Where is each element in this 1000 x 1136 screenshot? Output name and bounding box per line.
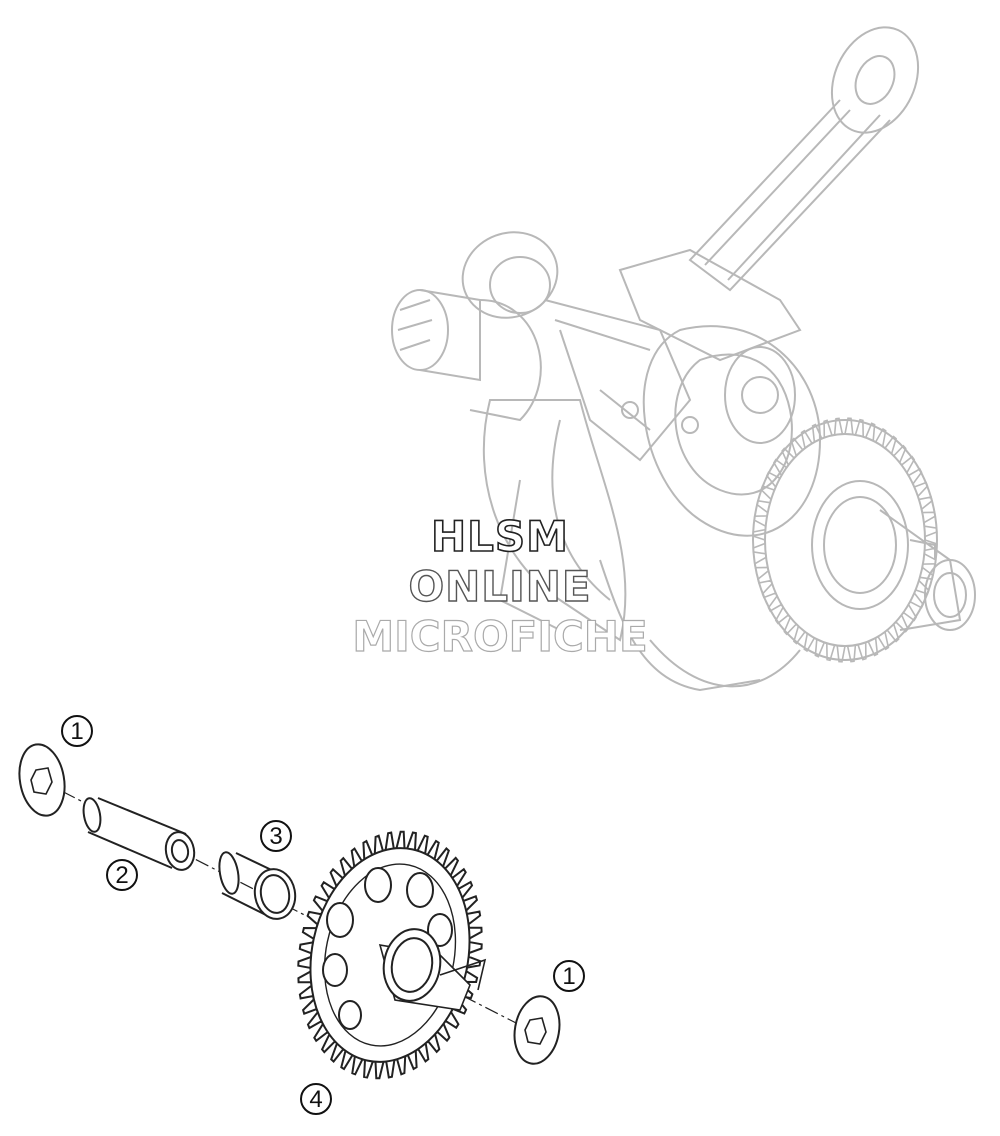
gear-hole [322,953,348,987]
connecting-rod-upper [618,26,920,362]
callout-2: 2 [106,859,138,891]
callout-number: 1 [70,718,83,745]
crank-webs [482,325,822,692]
callout-number: 1 [562,963,575,990]
callout-number: 3 [269,823,282,850]
callout-number: 4 [309,1086,322,1113]
gear-hole [364,867,392,903]
crankshaft-gear-teeth [752,417,938,663]
gear-tooth-outline [752,417,938,663]
callout-1-upper: 1 [61,715,93,747]
callout-3: 3 [260,820,292,852]
idler-shaft [82,797,196,871]
crankshaft-assembly [391,26,976,692]
gear-hole [406,872,434,908]
crankshaft-gear [752,419,976,661]
gear-hole [326,902,354,938]
callout-number: 2 [115,862,128,889]
gear-hole [427,913,453,947]
callout-1-lower: 1 [553,960,585,992]
callout-4: 4 [300,1083,332,1115]
thrust-washer-upper [18,743,66,817]
idler-gear [297,830,487,1080]
thrust-washer-lower [513,995,561,1065]
bushing [218,851,297,920]
shaft-left-end [391,289,542,422]
connecting-rod-lower [461,231,692,462]
gear-hole [338,1000,362,1030]
